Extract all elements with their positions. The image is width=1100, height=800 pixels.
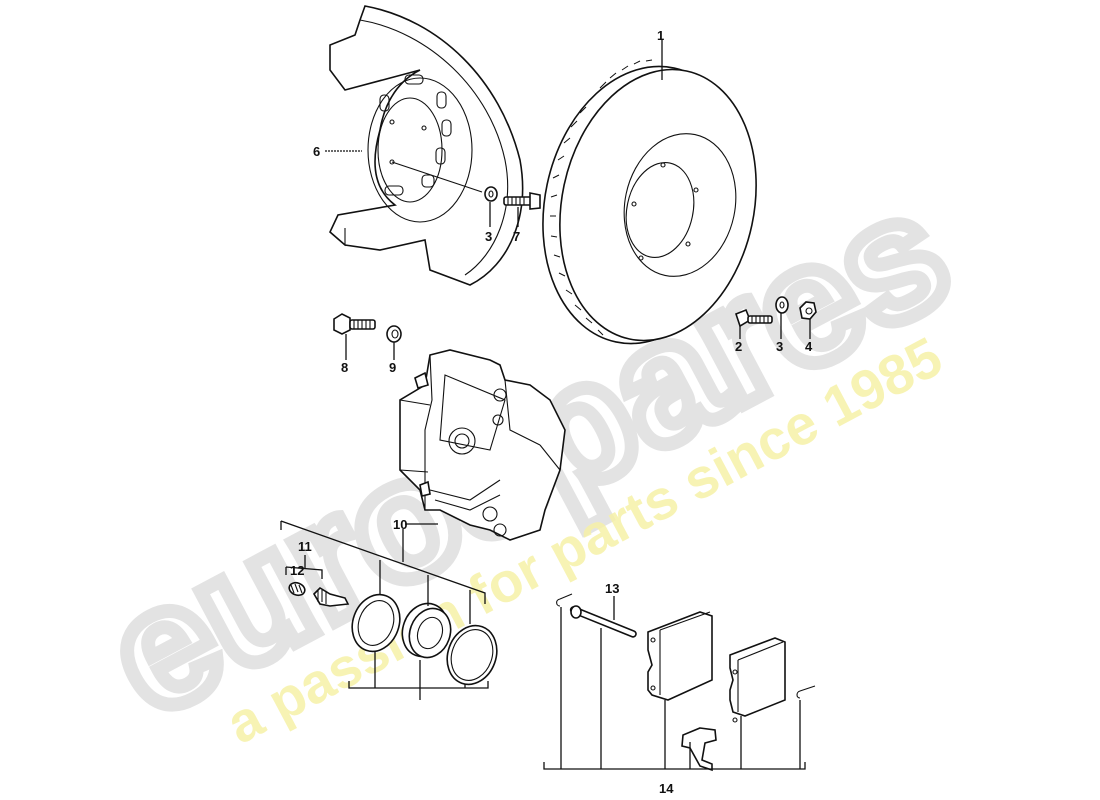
retaining-ring[interactable] <box>439 619 505 692</box>
callout-4: 4 <box>805 339 813 354</box>
callout-11: 12 <box>290 563 304 578</box>
bracket-13 <box>543 607 806 770</box>
callout-10: 11 <box>298 539 312 554</box>
bolt-7[interactable] <box>333 313 376 335</box>
callout-6: 7 <box>513 229 520 244</box>
retaining-pin-12[interactable] <box>569 605 637 638</box>
bleeder-valve[interactable] <box>312 586 350 607</box>
callout-1: 1 <box>657 28 664 43</box>
callout-3a: 3 <box>485 229 492 244</box>
callout-8: 9 <box>389 360 396 375</box>
brake-caliper[interactable] <box>399 349 566 541</box>
nut-4[interactable] <box>799 301 817 320</box>
washer-3a[interactable] <box>484 186 498 202</box>
washer-3b[interactable] <box>775 296 789 314</box>
piston-seal[interactable] <box>395 597 457 663</box>
callout-13: 14 <box>659 781 674 796</box>
bolt-6[interactable] <box>503 192 541 210</box>
callout-12: 13 <box>605 581 619 596</box>
dust-cap-11[interactable] <box>287 581 306 598</box>
brake-disc[interactable] <box>518 47 780 362</box>
callout-5: 6 <box>313 144 320 159</box>
retaining-clip-right[interactable] <box>796 685 816 699</box>
bolt-2[interactable] <box>735 308 773 328</box>
callout-7: 8 <box>341 360 348 375</box>
callout-3b: 3 <box>776 339 783 354</box>
callout-2: 2 <box>735 339 742 354</box>
callout-9: 10 <box>393 517 407 532</box>
washer-8[interactable] <box>386 325 402 343</box>
bracket-14 <box>348 560 489 700</box>
brake-pad-1[interactable] <box>647 611 713 701</box>
splash-shield[interactable] <box>329 5 524 286</box>
retaining-clip-left[interactable] <box>556 593 573 607</box>
seal-ring-1[interactable] <box>344 588 407 658</box>
anti-rattle-spring[interactable] <box>681 727 717 772</box>
brake-pad-2[interactable] <box>729 637 786 723</box>
